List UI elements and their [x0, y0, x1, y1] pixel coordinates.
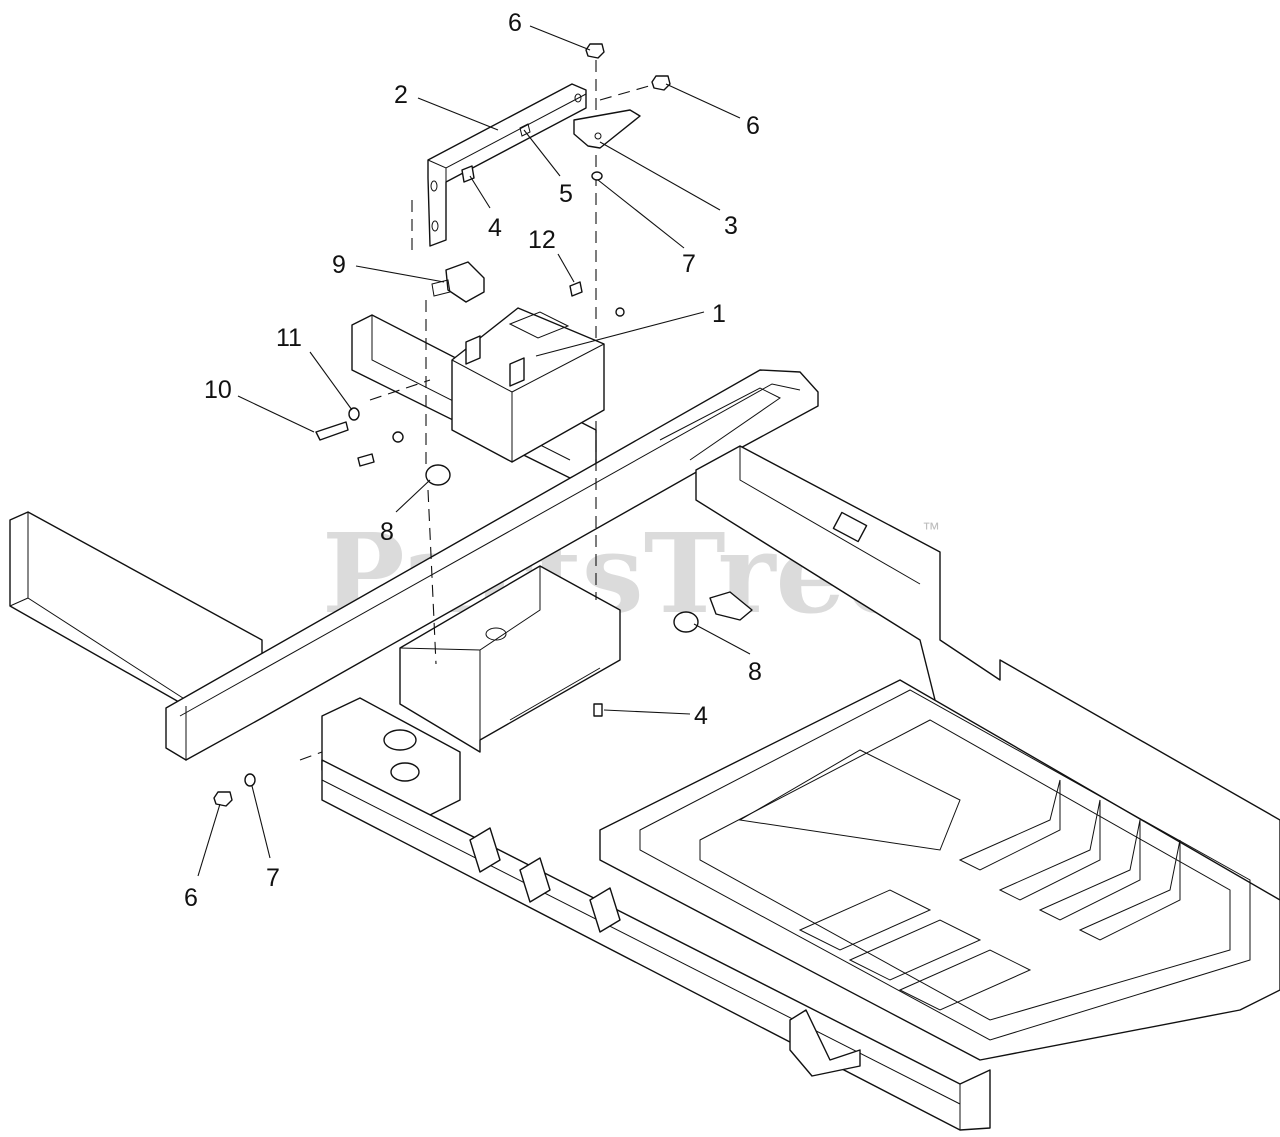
callout-4: 4 [488, 214, 502, 242]
callout-1: 1 [712, 300, 726, 328]
callout-9: 9 [332, 251, 346, 279]
callout-6: 6 [508, 9, 522, 37]
terminal-boot [431, 261, 485, 303]
callout-3: 3 [724, 212, 738, 240]
callout-12: 12 [528, 226, 556, 254]
leader-lines [197, 25, 751, 877]
hardware [213, 43, 699, 807]
callout-2: 2 [394, 81, 408, 109]
callout-7: 7 [682, 250, 696, 278]
callout-6: 6 [184, 884, 198, 912]
callout-8: 8 [748, 658, 762, 686]
battery [451, 307, 605, 463]
trademark-symbol: ™ [922, 519, 940, 539]
callout-7: 7 [266, 864, 280, 892]
callout-8: 8 [380, 518, 394, 546]
assembly-guide-lines [299, 60, 657, 761]
callout-labels: 6 2 6 5 3 4 7 12 9 1 11 10 8 8 4 6 7 [184, 9, 762, 912]
hold-down-bracket [427, 83, 587, 247]
chassis-frame [9, 314, 1280, 1131]
callout-4: 4 [694, 702, 708, 730]
callout-5: 5 [559, 180, 573, 208]
callout-10: 10 [204, 376, 232, 404]
battery-strap [573, 109, 641, 149]
callout-11: 11 [276, 324, 302, 352]
callout-6: 6 [746, 112, 760, 140]
